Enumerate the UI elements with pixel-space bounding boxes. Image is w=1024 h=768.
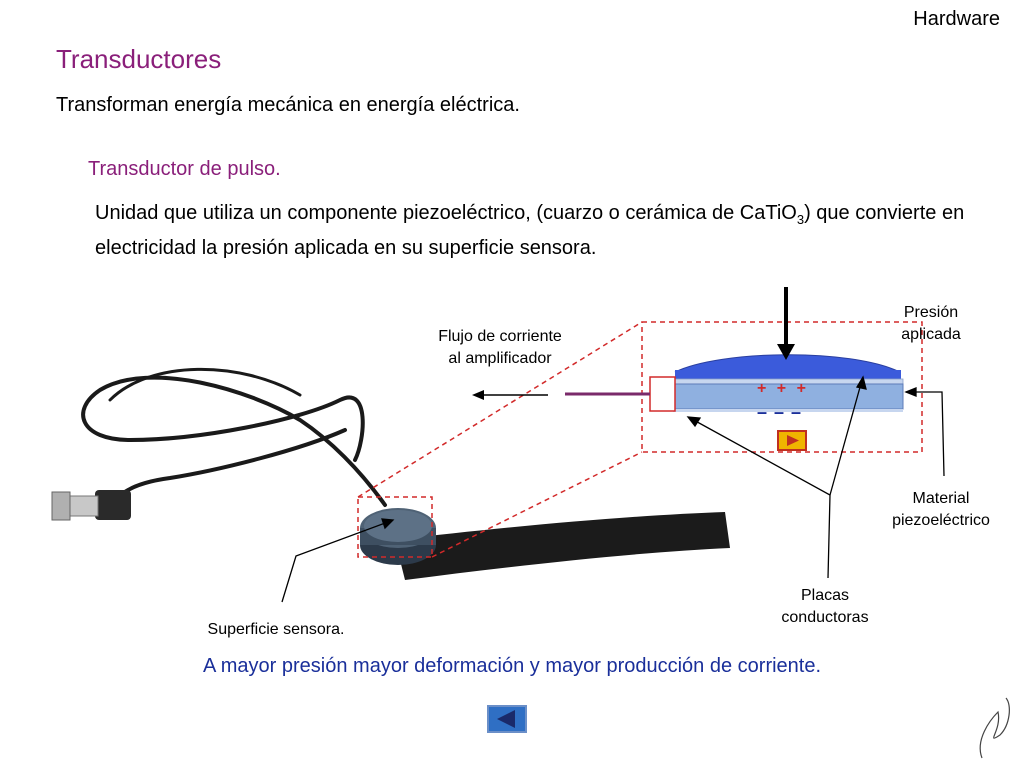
current-flow-label-line2: al amplificador <box>448 350 552 367</box>
section-label: Hardware <box>913 8 1000 30</box>
current-flow-arrow <box>472 390 548 400</box>
play-marker-icon <box>777 430 807 451</box>
sensor-zoom-box <box>357 496 433 558</box>
piezo-material-label: Material piezoeléctrico <box>866 488 1016 532</box>
minus-signs: – – – <box>757 402 802 422</box>
conclusion-text: A mayor presión mayor deformación y mayo… <box>202 655 822 677</box>
description-part1: Unidad que utiliza un componente piezoel… <box>95 202 797 224</box>
disc-terminal <box>649 376 676 412</box>
subtitle: Transductor de pulso. <box>88 158 281 180</box>
velcro-strap <box>395 512 730 580</box>
intro-text: Transforman energía mecánica en energía … <box>56 94 520 116</box>
current-flow-label: Flujo de corriente al amplificador <box>410 326 590 370</box>
pressure-arrow <box>777 287 795 360</box>
cable-illustration <box>81 367 387 507</box>
signature-mark <box>979 697 1010 759</box>
magnified-box <box>641 321 923 453</box>
conductive-plates-label-line1: Placas <box>800 587 850 604</box>
plus-signs: + + + <box>757 380 809 397</box>
description-text: Unidad que utiliza un componente piezoel… <box>95 199 975 262</box>
conductive-plates-label: Placas conductoras <box>760 585 890 629</box>
current-flow-label-line1: Flujo de corriente <box>438 328 562 345</box>
sensing-surface-label: Superficie sensora. <box>207 621 345 638</box>
sensor-puck <box>360 508 436 565</box>
triangle-left-icon <box>497 710 515 728</box>
back-button[interactable] <box>487 705 527 733</box>
pressure-label: Presión aplicada <box>876 302 986 346</box>
bnc-connector <box>51 490 131 521</box>
piezo-material-label-line1: Material <box>912 490 970 507</box>
pressure-label-line2: aplicada <box>901 326 961 343</box>
piezo-material-label-line2: piezoeléctrico <box>892 512 990 529</box>
page-title: Transductores <box>56 44 222 74</box>
description-part2: ) que convierte en electricidad la presi… <box>95 202 965 259</box>
description-subscript: 3 <box>796 212 805 227</box>
conductive-plates-label-line2: conductoras <box>781 609 869 626</box>
pressure-label-line1: Presión <box>903 304 959 321</box>
